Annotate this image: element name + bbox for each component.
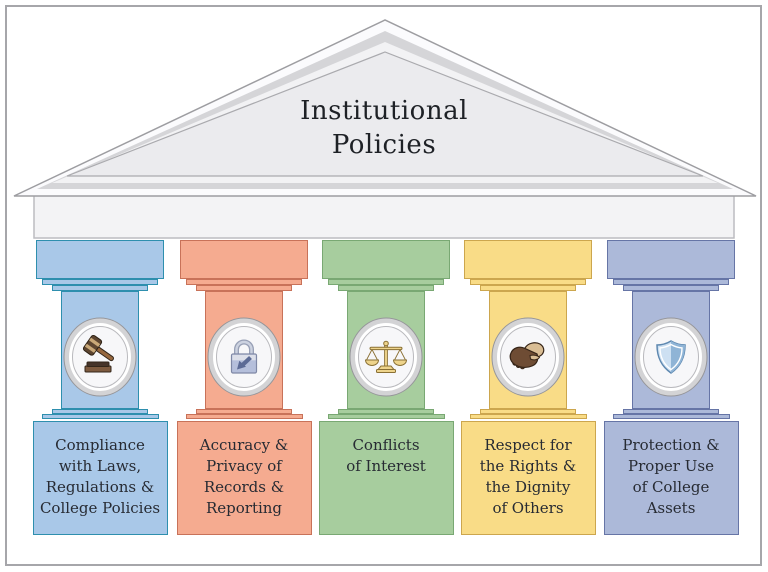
pediment-inner-triangle xyxy=(66,51,704,177)
shield-icon xyxy=(634,317,708,397)
foot-strip xyxy=(612,414,730,419)
capital-strip xyxy=(196,285,292,291)
foot-strip xyxy=(185,414,303,419)
capital-strip xyxy=(470,279,586,285)
padlock-check-icon xyxy=(207,317,281,397)
handshake-icon xyxy=(491,317,565,397)
pillar-shaft xyxy=(205,291,283,409)
foot-strip xyxy=(41,414,159,419)
capital-strip xyxy=(480,285,576,291)
pillar-label: Accuracy & Privacy of Records & Reportin… xyxy=(176,421,312,535)
capital-strip xyxy=(338,285,434,291)
foot-strip xyxy=(480,409,576,414)
capital-block xyxy=(464,240,592,279)
foot-strip xyxy=(52,409,148,414)
capital-strip xyxy=(328,279,444,285)
pillar-label: Conflicts of Interest xyxy=(318,421,454,535)
pillar-label: Compliance with Laws, Regulations & Coll… xyxy=(32,421,168,535)
foot-strip xyxy=(469,414,587,419)
foot-strip xyxy=(338,409,434,414)
pillar-label: Protection & Proper Use of College Asset… xyxy=(603,421,739,535)
capital-strip xyxy=(613,279,729,285)
gavel-icon xyxy=(63,317,137,397)
foot-strip xyxy=(327,414,445,419)
capital-strip xyxy=(52,285,148,291)
pillar-label: Respect for the Rights & the Dignity of … xyxy=(460,421,596,535)
foot-strip xyxy=(623,409,719,414)
pediment-graphic xyxy=(13,19,757,239)
capital-block xyxy=(36,240,164,279)
capital-block xyxy=(607,240,735,279)
scales-of-justice-icon xyxy=(349,317,423,397)
pillar-shaft xyxy=(347,291,425,409)
pillar-shaft xyxy=(632,291,710,409)
pillar-compliance: Compliance with Laws, Regulations & Coll… xyxy=(32,240,168,535)
pillar-conflicts: Conflicts of Interest xyxy=(318,240,454,535)
entablature xyxy=(33,191,735,239)
pillar-protection: Protection & Proper Use of College Asset… xyxy=(603,240,739,535)
pillar-shaft xyxy=(489,291,567,409)
diagram-title: Institutional Policies xyxy=(300,96,468,161)
capital-block xyxy=(322,240,450,279)
pillar-shaft xyxy=(61,291,139,409)
foot-strip xyxy=(196,409,292,414)
pillar-accuracy-privacy: Accuracy & Privacy of Records & Reportin… xyxy=(176,240,312,535)
pillar-respect: Respect for the Rights & the Dignity of … xyxy=(460,240,596,535)
capital-strip xyxy=(186,279,302,285)
capital-strip xyxy=(42,279,158,285)
capital-strip xyxy=(623,285,719,291)
capital-block xyxy=(180,240,308,279)
